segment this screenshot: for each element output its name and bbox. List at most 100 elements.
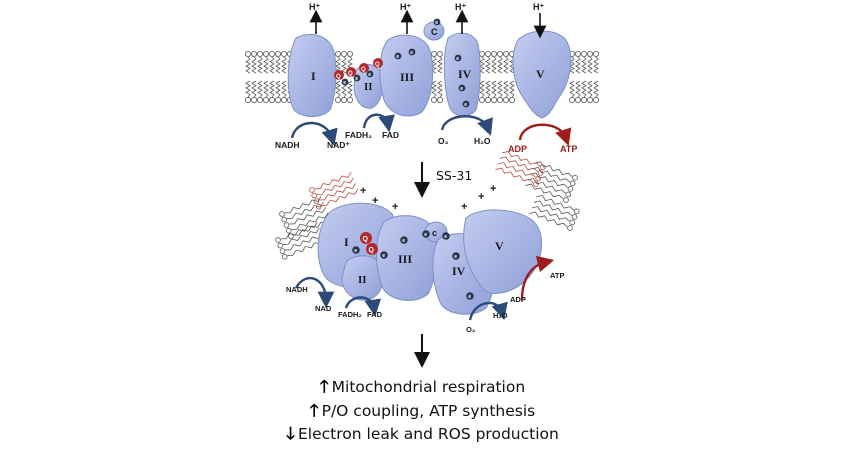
charge-6: + — [490, 183, 496, 195]
charge-3: + — [392, 201, 398, 213]
bottom-complex-ii-label: II — [358, 274, 367, 286]
lipid — [502, 51, 509, 104]
bottom-nad-label: NAD — [315, 304, 332, 313]
top-complex-iv-shape — [443, 32, 481, 117]
lipid — [436, 51, 443, 104]
bottom-complex-i-label: I — [344, 235, 349, 249]
lipid-cluster — [529, 194, 580, 231]
top-complex-v-label: V — [536, 67, 545, 81]
top-fad-label: FAD — [382, 130, 399, 140]
bottom-complex-v-shape — [463, 209, 543, 294]
bottom-complex-v-label: V — [495, 239, 504, 253]
svg-text:e: e — [424, 232, 427, 238]
svg-text:e: e — [468, 294, 471, 300]
charge-5: + — [478, 191, 484, 203]
top-complex-iii-shape — [379, 34, 434, 117]
top-membrane — [244, 51, 600, 104]
electron: e — [452, 252, 460, 260]
top-complex-iii-label: III — [400, 70, 414, 84]
svg-text:e: e — [368, 72, 371, 78]
bottom-complex-ii-shape — [341, 255, 384, 301]
lipid — [490, 51, 497, 104]
bottom-o2-label: O₂ — [466, 325, 475, 334]
top-electrons: e e e e e e e e e — [341, 18, 470, 108]
electron: e — [458, 84, 466, 92]
lipid — [262, 51, 269, 104]
lipid-bilayer — [244, 51, 600, 104]
lipid — [593, 51, 600, 104]
svg-text:e: e — [382, 253, 385, 259]
svg-text:e: e — [460, 86, 463, 92]
top-complex-i-shape — [287, 34, 337, 117]
bottom-complex-iii-label: III — [398, 252, 412, 266]
electron: e — [454, 54, 462, 62]
svg-text:e: e — [402, 238, 405, 244]
arrow-up-icon: 🡑 — [309, 401, 319, 420]
top-nadh-label: NADH — [275, 140, 300, 150]
svg-text:e: e — [454, 254, 457, 260]
electron: e — [394, 52, 402, 60]
top-complex-v-shape — [512, 30, 572, 119]
lipid-cluster — [275, 222, 325, 260]
top-quinone-3 — [359, 63, 369, 73]
electron: e — [422, 230, 430, 238]
outcome-text: Mitochondrial respiration — [331, 378, 526, 396]
lipid — [280, 51, 287, 104]
lipid — [244, 51, 251, 104]
svg-text:e: e — [464, 102, 467, 108]
bottom-lipid-clusters — [275, 150, 580, 260]
top-proton-label-2: H⁺ — [400, 2, 411, 12]
top-fadh2-label: FADH₂ — [345, 130, 372, 140]
lipid — [346, 51, 353, 104]
top-adp-label: ADP — [508, 144, 527, 154]
top-substrate-arrows: NADH NAD⁺ FADH₂ FAD O₂ H₂O ADP ATP — [275, 113, 577, 154]
lipid — [256, 51, 263, 104]
svg-text:e: e — [396, 54, 399, 60]
svg-text:e: e — [456, 56, 459, 62]
lipid — [575, 51, 582, 104]
charge-4: + — [461, 201, 467, 213]
outcome-coupling: 🡑P/O coupling, ATP synthesis — [0, 398, 845, 427]
top-nad-label: NAD⁺ — [327, 140, 350, 150]
bottom-nadh-label: NADH — [286, 285, 308, 294]
bottom-h2o-label: H₂O — [493, 311, 508, 320]
bottom-charges: + + + + + + — [360, 183, 496, 213]
lipid — [484, 51, 491, 104]
electron: e — [433, 18, 441, 26]
top-o2-label: O₂ — [438, 136, 449, 146]
svg-text:e: e — [355, 76, 358, 82]
lipid-cluster — [495, 150, 546, 187]
bottom-quinones: Q Q — [360, 232, 378, 255]
electron: e — [341, 78, 349, 86]
lipid — [268, 51, 275, 104]
bottom-quinone-1 — [360, 232, 372, 244]
bottom-fad-label: FAD — [367, 310, 383, 319]
lipid — [496, 51, 503, 104]
top-h2o-label: H₂O — [474, 136, 491, 146]
electron: e — [380, 251, 388, 259]
arrow-up-icon: 🡑 — [319, 377, 329, 396]
bottom-quinone-2-label: Q — [369, 247, 375, 254]
lipid — [250, 51, 257, 104]
treatment-arrow: SS-31 — [414, 162, 472, 198]
bottom-quinone-2 — [366, 243, 378, 255]
bottom-complex-iii-shape — [376, 215, 438, 301]
electron: e — [366, 70, 374, 78]
charge-2: + — [372, 195, 378, 207]
charge-1: + — [360, 185, 366, 197]
top-proton-label-1: H⁺ — [309, 2, 320, 12]
svg-text:e: e — [343, 80, 346, 86]
electron: e — [352, 246, 360, 254]
bottom-electrons: e e e e e e e — [352, 230, 474, 300]
electron: e — [462, 100, 470, 108]
electron: e — [353, 74, 361, 82]
lipid-cluster — [309, 172, 359, 210]
svg-text:e: e — [444, 234, 447, 240]
bottom-substrate-arrows: NADH NAD FADH₂ FAD O₂ H₂O ADP ATP — [286, 255, 564, 334]
top-quinones: Q Q Q Q — [334, 58, 383, 80]
svg-text:e: e — [410, 50, 413, 56]
bottom-quinone-1-label: Q — [363, 236, 369, 243]
top-quinone-4-label: Q — [375, 62, 380, 68]
outcome-text: Electron leak and ROS production — [298, 425, 559, 443]
